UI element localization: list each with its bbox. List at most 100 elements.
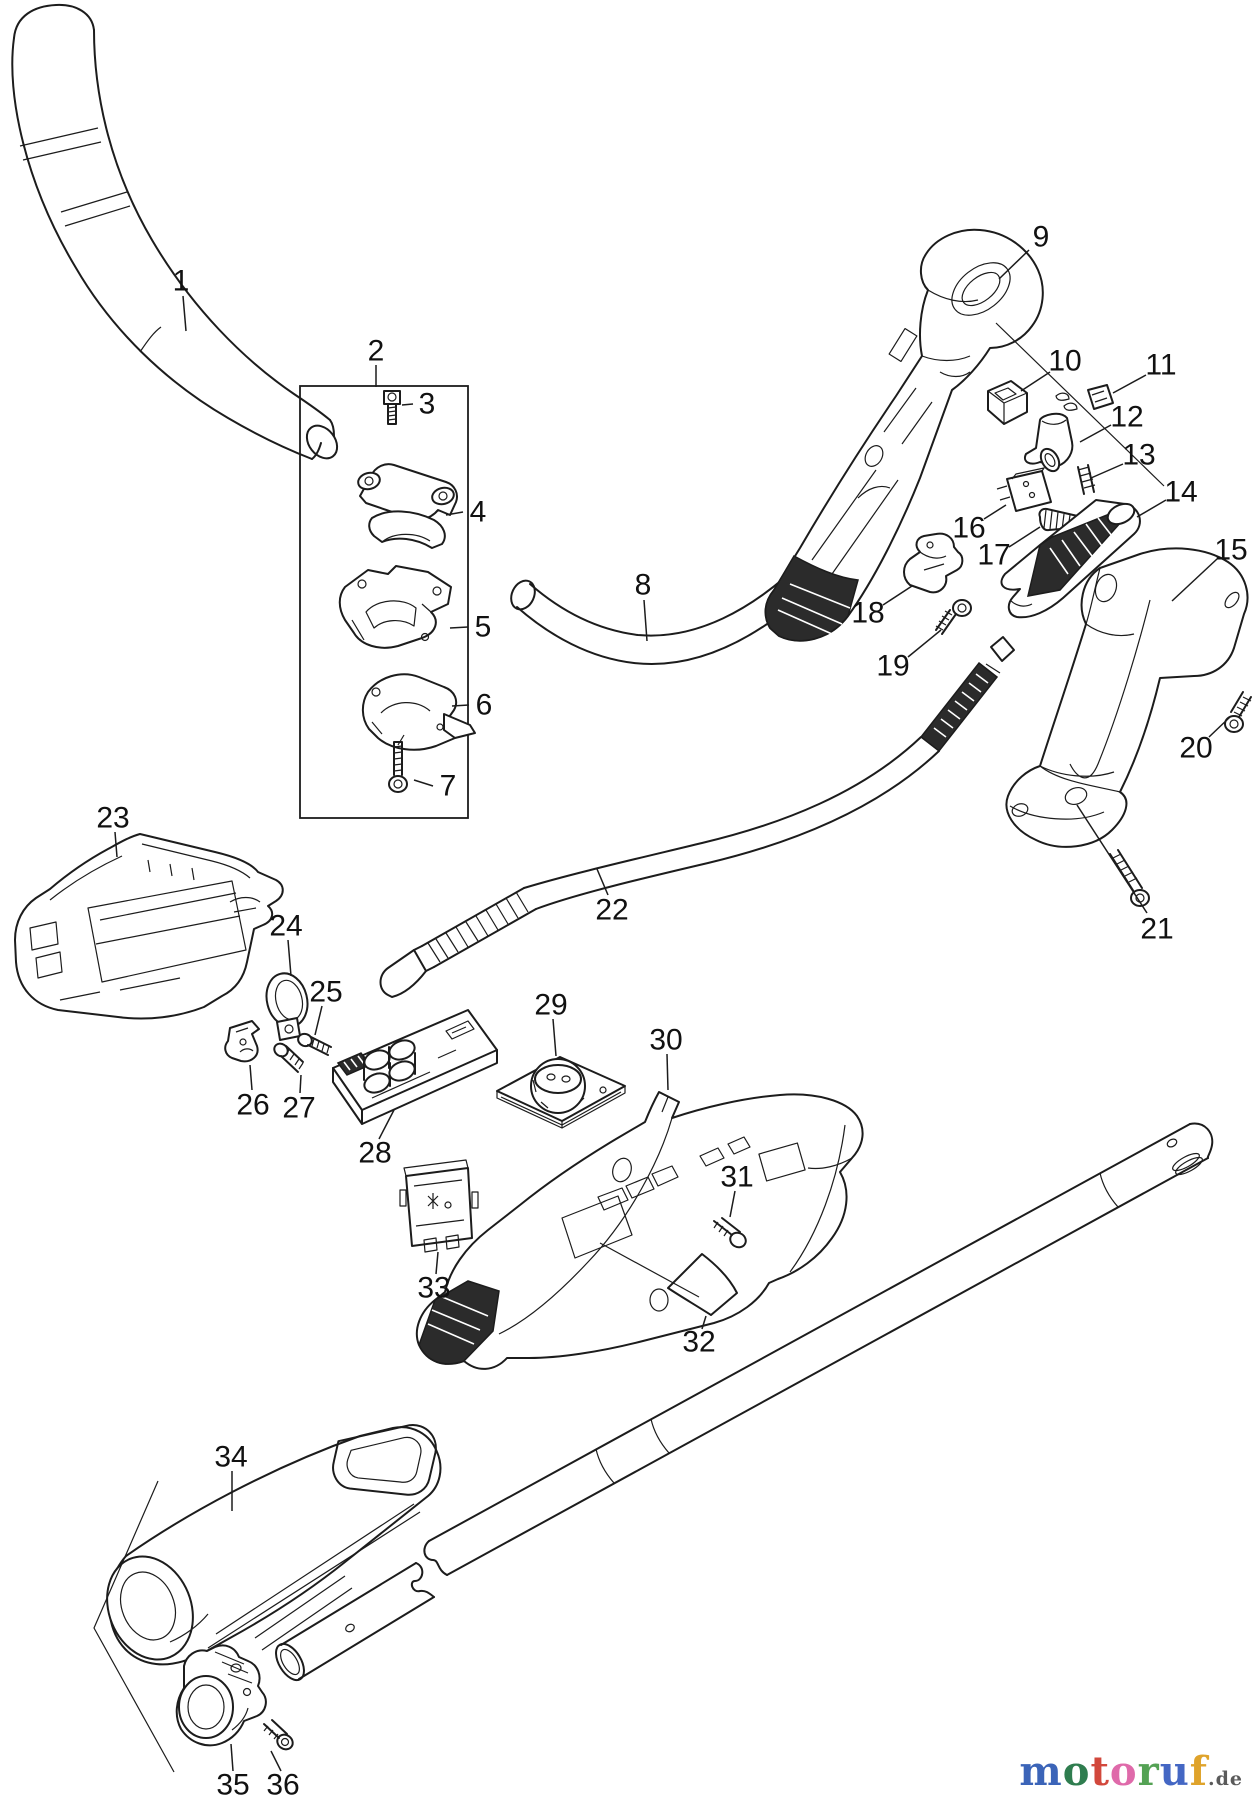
callout-24-leader xyxy=(287,939,292,977)
watermark-letter: f xyxy=(1189,1748,1208,1795)
callout-1-leader xyxy=(182,295,187,332)
part-3-screw xyxy=(383,390,401,425)
callout-36-leader xyxy=(270,1750,282,1772)
drive-shaft-tube-lower xyxy=(275,1562,435,1682)
part-1-handlebar-left xyxy=(11,3,339,460)
part-32-label-cover xyxy=(667,1253,738,1316)
callout-3-leader xyxy=(401,403,414,406)
part-14-throttle-trigger xyxy=(1000,499,1141,619)
part-21-screw xyxy=(1109,849,1150,907)
callout-32-leader xyxy=(701,1315,707,1330)
callout-28-label: 28 xyxy=(358,1137,391,1170)
callout-14-label: 14 xyxy=(1164,476,1197,509)
callout-16-leader xyxy=(983,504,1007,520)
callout-27-leader xyxy=(299,1074,302,1094)
part-29-knob-plate xyxy=(496,1056,626,1129)
callout-2-label: 2 xyxy=(368,335,385,368)
callout-29-leader xyxy=(552,1018,557,1057)
part-16-microswitch xyxy=(996,467,1052,512)
watermark-letter: u xyxy=(1159,1748,1190,1795)
callout-27-label: 27 xyxy=(282,1092,315,1125)
callout-10-leader xyxy=(1020,371,1051,392)
callout-15-leader xyxy=(1171,558,1218,602)
watermark-letter: o xyxy=(1109,1748,1138,1795)
callout-8-leader xyxy=(643,599,648,642)
callout-13-leader xyxy=(1090,463,1124,479)
callout-17-label: 17 xyxy=(977,539,1010,572)
callout-14-leader xyxy=(1136,499,1167,518)
callout-11-leader xyxy=(1112,374,1147,394)
callout-20-label: 20 xyxy=(1179,732,1212,765)
bracket-line xyxy=(93,1480,175,1773)
callout-25-leader xyxy=(314,1005,323,1036)
callout-36-label: 36 xyxy=(266,1769,299,1800)
part-6-clamp-half xyxy=(361,673,476,751)
callout-19-label: 19 xyxy=(876,650,909,683)
callout-6-label: 6 xyxy=(476,689,493,722)
callout-11-label: 11 xyxy=(1145,349,1176,382)
part-19-screw xyxy=(935,599,972,635)
part-30-housing-right xyxy=(415,1091,864,1370)
callout-28-leader xyxy=(378,1109,395,1140)
callout-33-label: 33 xyxy=(417,1272,450,1305)
group-box-part-2 xyxy=(299,385,469,819)
part-25-screw xyxy=(297,1032,332,1056)
callout-5-leader xyxy=(449,626,469,629)
callout-21-label: 21 xyxy=(1140,913,1173,946)
callout-18-leader xyxy=(882,585,913,606)
callout-10-label: 10 xyxy=(1048,345,1081,378)
callout-33-leader xyxy=(435,1251,439,1275)
callout-25-label: 25 xyxy=(309,976,342,1009)
callout-21-leader xyxy=(1076,804,1148,914)
part-13-spring-small xyxy=(1077,464,1096,495)
callout-8-label: 8 xyxy=(635,569,652,602)
callout-4-label: 4 xyxy=(470,496,487,529)
part-7-screw xyxy=(388,741,408,793)
pointer-lines xyxy=(93,322,1165,1773)
part-36-screw xyxy=(263,1719,294,1751)
watermark-letter: t xyxy=(1090,1748,1110,1795)
part-34-grip-sleeve xyxy=(106,1424,442,1666)
part-28-pcb-module xyxy=(332,1009,498,1125)
callout-22-label: 22 xyxy=(595,894,628,927)
callout-23-label: 23 xyxy=(96,802,129,835)
part-11-connector xyxy=(1055,384,1114,411)
callout-3-label: 3 xyxy=(419,388,436,421)
watermark-suffix: .de xyxy=(1208,1768,1243,1790)
callout-15-label: 15 xyxy=(1214,534,1247,567)
callout-20-leader xyxy=(1208,716,1231,738)
part-23-housing-left xyxy=(14,833,284,1020)
callout-13-label: 13 xyxy=(1122,439,1155,472)
drive-shaft-tube xyxy=(423,1122,1214,1576)
callout-26-leader xyxy=(249,1064,253,1091)
callout-29-label: 29 xyxy=(534,989,567,1022)
callout-24-label: 24 xyxy=(269,910,302,943)
callout-30-leader xyxy=(666,1053,669,1091)
part-4-clamp-upper xyxy=(357,463,458,549)
callout-32-label: 32 xyxy=(682,1326,715,1359)
callout-9-label: 9 xyxy=(1033,221,1050,254)
part-35-clamp-collar xyxy=(175,1644,267,1747)
callout-18-label: 18 xyxy=(851,597,884,630)
callout-17-leader xyxy=(1008,526,1041,548)
callout-7-label: 7 xyxy=(440,770,457,803)
callout-16-label: 16 xyxy=(952,512,985,545)
callout-19-leader xyxy=(907,629,942,658)
part-27-screw xyxy=(273,1042,304,1073)
part-5-clamp-bracket xyxy=(338,565,452,649)
callout-22-leader xyxy=(596,868,609,896)
part-18-cable-clamp xyxy=(903,532,964,594)
callout-6-leader xyxy=(451,704,470,707)
part-31-screw xyxy=(713,1217,747,1249)
callout-5-label: 5 xyxy=(475,611,492,644)
callout-12-leader xyxy=(1079,424,1112,443)
callout-34-label: 34 xyxy=(214,1441,247,1474)
callout-7-leader xyxy=(413,779,434,787)
callout-1-label: 1 xyxy=(173,265,190,298)
part-20-screw xyxy=(1224,691,1252,733)
part-24-clamp-ring xyxy=(265,972,309,1041)
callout-31-label: 31 xyxy=(720,1161,753,1194)
callout-31-leader xyxy=(729,1190,736,1218)
